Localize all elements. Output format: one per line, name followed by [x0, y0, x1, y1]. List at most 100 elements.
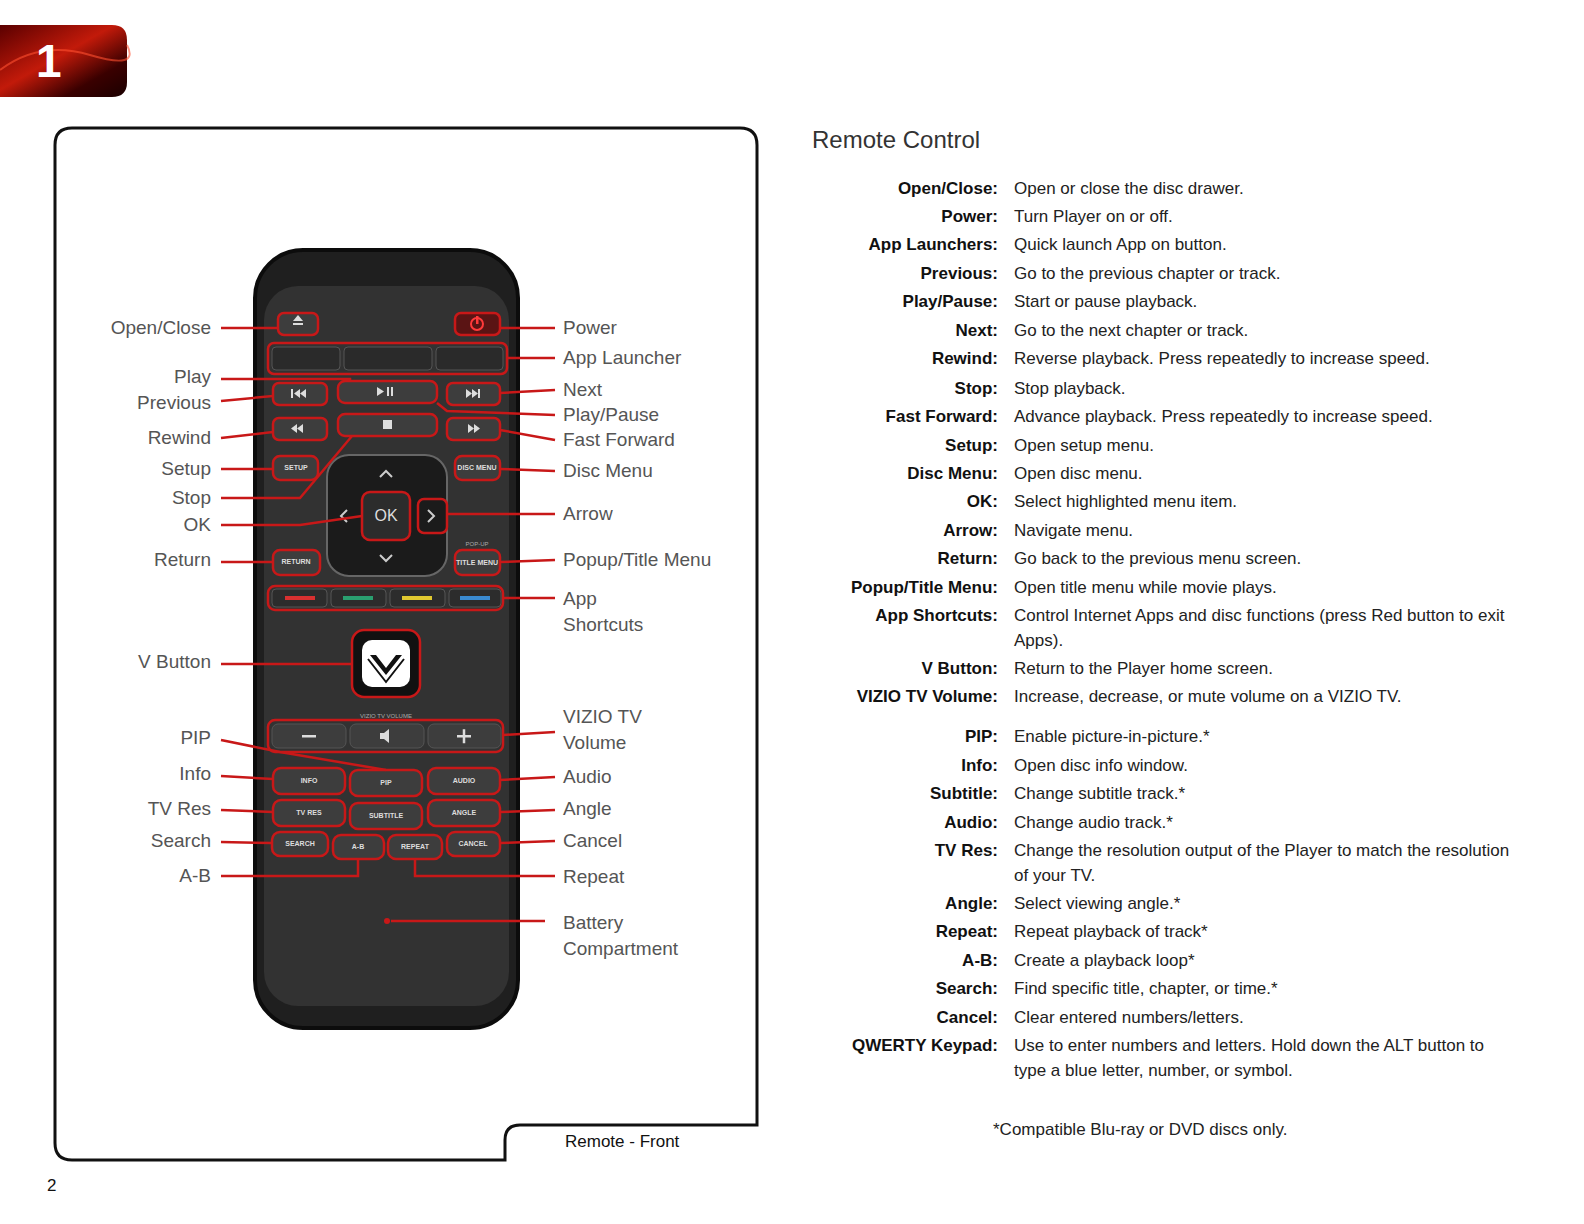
table-term: Disc Menu:: [798, 461, 998, 486]
button-text: INFO: [275, 777, 343, 785]
table-term: App Launchers:: [798, 232, 998, 257]
callout-label: App Shortcuts: [563, 586, 663, 638]
app-launcher-keys: [272, 347, 503, 370]
callout-label: Angle: [563, 796, 783, 822]
table-term: Audio:: [798, 810, 998, 835]
table-description: Open disc info window.: [1014, 753, 1574, 778]
button-text: SEARCH: [274, 840, 326, 848]
table-description: Repeat playback of track*: [1014, 919, 1574, 944]
table-description: Find specific title, chapter, or time.*: [1014, 976, 1574, 1001]
table-term: Rewind:: [798, 346, 998, 371]
table-description: Change the resolution output of the Play…: [1014, 838, 1512, 888]
button-text: RETURN: [274, 558, 318, 566]
table-description: Reverse playback. Press repeatedly to in…: [1014, 346, 1574, 371]
button-text: AUDIO: [430, 777, 498, 785]
callout-label: Next: [563, 377, 783, 403]
callout-label: Audio: [563, 764, 783, 790]
table-description: Open disc menu.: [1014, 461, 1574, 486]
button-text: POP-UP: [455, 541, 499, 548]
table-description: Open title menu while movie plays.: [1014, 575, 1574, 600]
figure-caption: Remote - Front: [565, 1130, 745, 1154]
table-term: Info:: [798, 753, 998, 778]
table-description: Select highlighted menu item.: [1014, 489, 1574, 514]
table-description: Return to the Player home screen.: [1014, 656, 1574, 681]
button-text: TV RES: [275, 809, 343, 817]
table-term: QWERTY Keypad:: [798, 1033, 998, 1058]
remote-buttons: [268, 313, 507, 859]
callout-label: Rewind: [71, 425, 211, 451]
figure-frame: [55, 128, 757, 1160]
footnote: *Compatible Blu-ray or DVD discs only.: [993, 1118, 1413, 1142]
button-text: REPEAT: [389, 843, 441, 851]
table-term: Previous:: [798, 261, 998, 286]
dpad: [327, 455, 447, 576]
button-text: TITLE MENU: [456, 559, 498, 567]
callout-label: Search: [71, 828, 211, 854]
table-description: Open setup menu.: [1014, 433, 1574, 458]
button-text: OK: [366, 507, 406, 525]
table-term: PIP:: [798, 724, 998, 749]
table-term: VIZIO TV Volume:: [798, 684, 998, 709]
table-term: OK:: [798, 489, 998, 514]
callout-label: Play: [71, 364, 211, 390]
button-icons: [291, 315, 483, 924]
table-term: Open/Close:: [798, 176, 998, 201]
leader-lines: [221, 328, 555, 921]
button-text: SUBTITLE: [352, 812, 420, 820]
callout-label: Setup: [71, 456, 211, 482]
table-term: Arrow:: [798, 518, 998, 543]
chapter-tab: [0, 25, 130, 97]
color-keys: [272, 589, 501, 607]
button-text: VIZIO TV VOLUME: [331, 713, 441, 720]
table-description: Quick launch App on button.: [1014, 232, 1574, 257]
callout-label: Arrow: [563, 501, 783, 527]
button-text: CANCEL: [448, 840, 498, 848]
callout-label: Open/Close: [71, 315, 211, 341]
table-description: Go to the previous chapter or track.: [1014, 261, 1574, 286]
table-description: Select viewing angle.*: [1014, 891, 1574, 916]
callout-label: Battery Compartment: [563, 910, 693, 962]
button-text: DISC MENU: [456, 464, 498, 472]
table-term: Popup/Title Menu:: [798, 575, 998, 600]
table-description: Open or close the disc drawer.: [1014, 176, 1574, 201]
button-text: SETUP: [275, 464, 317, 472]
table-description: Change subtitle track.*: [1014, 781, 1574, 806]
table-term: Next:: [798, 318, 998, 343]
callout-label: V Button: [71, 649, 211, 675]
callout-label: App Launcher: [563, 345, 783, 371]
table-term: TV Res:: [798, 838, 998, 863]
table-term: App Shortcuts:: [798, 603, 998, 628]
callout-label: Stop: [71, 485, 211, 511]
table-term: Subtitle:: [798, 781, 998, 806]
table-description: Increase, decrease, or mute volume on a …: [1014, 684, 1574, 709]
callout-label: Repeat: [563, 864, 783, 890]
remote-body: [255, 250, 518, 1028]
table-term: A-B:: [798, 948, 998, 973]
table-description: Advance playback. Press repeatedly to in…: [1014, 404, 1574, 429]
table-description: Clear entered numbers/letters.: [1014, 1005, 1574, 1030]
callout-label: VIZIO TV Volume: [563, 704, 663, 756]
table-term: V Button:: [798, 656, 998, 681]
table-term: Cancel:: [798, 1005, 998, 1030]
page-number: 2: [47, 1175, 77, 1197]
table-description: Control Internet Apps and disc functions…: [1014, 603, 1512, 653]
table-term: Power:: [798, 204, 998, 229]
table-description: Stop playback.: [1014, 376, 1574, 401]
button-text: ANGLE: [430, 809, 498, 817]
table-term: Return:: [798, 546, 998, 571]
table-description: Change audio track.*: [1014, 810, 1574, 835]
chapter-number: 1: [36, 36, 96, 86]
section-title: Remote Control: [812, 125, 1212, 155]
table-term: Play/Pause:: [798, 289, 998, 314]
table-description: Navigate menu.: [1014, 518, 1574, 543]
callout-label: Power: [563, 315, 783, 341]
callout-label: PIP: [71, 725, 211, 751]
table-description: Turn Player on or off.: [1014, 204, 1574, 229]
callout-label: Previous: [71, 390, 211, 416]
callout-label: TV Res: [71, 796, 211, 822]
callout-label: Disc Menu: [563, 458, 783, 484]
callout-label: Cancel: [563, 828, 783, 854]
table-description: Go back to the previous menu screen.: [1014, 546, 1574, 571]
callout-label: Play/Pause: [563, 402, 783, 428]
table-term: Stop:: [798, 376, 998, 401]
